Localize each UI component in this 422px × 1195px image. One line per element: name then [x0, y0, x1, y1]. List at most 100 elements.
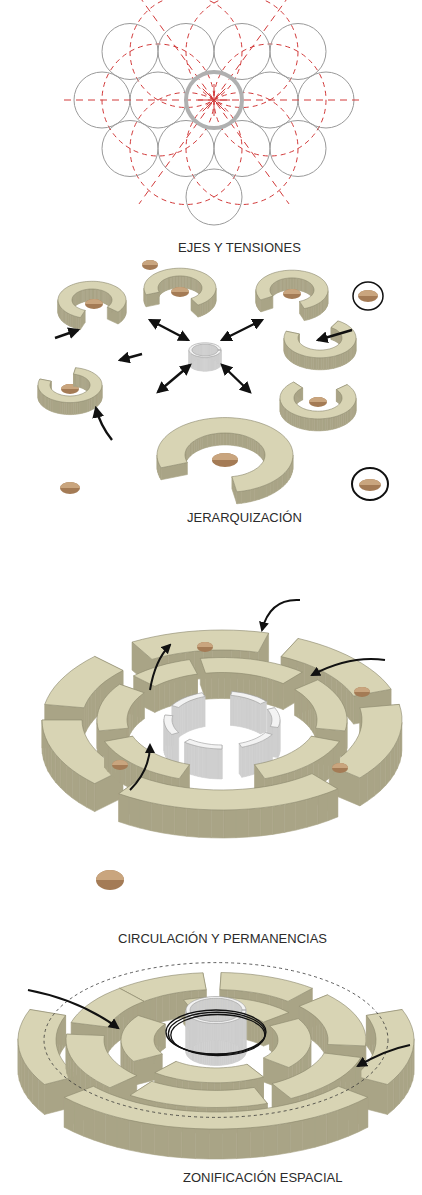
module-circle [102, 121, 158, 177]
block-top [38, 368, 102, 403]
block-wall [313, 1015, 317, 1044]
tree-dot [96, 870, 124, 890]
block-end [260, 701, 266, 734]
block-wall [196, 280, 197, 293]
block-wall [193, 1004, 194, 1047]
block-top [267, 708, 280, 728]
block-wall [161, 1026, 163, 1052]
block-wall [241, 697, 244, 728]
block-wall [197, 281, 199, 294]
block-wall [197, 345, 199, 359]
axes-panel [64, 0, 364, 225]
block-wall [306, 697, 309, 726]
block-wall [236, 809, 248, 838]
block-wall [320, 419, 323, 431]
block-wall [161, 281, 163, 294]
axis-line [139, 0, 289, 204]
flow-arrow [158, 365, 190, 392]
block-top [121, 1016, 165, 1062]
block-wall [84, 377, 86, 390]
module-circle [158, 121, 214, 177]
block-wall [234, 696, 237, 727]
block-wall [206, 673, 212, 699]
block-top [239, 733, 272, 748]
block-wall [129, 1120, 142, 1153]
block-wall [202, 697, 205, 728]
flow-arrow [28, 990, 118, 1028]
tree-dot-light [358, 290, 378, 296]
block-wall [163, 805, 175, 835]
block-end [239, 744, 242, 778]
scribble-ring [171, 1015, 265, 1056]
tree-dot [309, 397, 327, 407]
block-wall [310, 283, 312, 296]
block-wall [189, 351, 190, 366]
tree-dot-light [354, 687, 370, 692]
block-wall [267, 678, 273, 706]
block-wall [94, 1110, 105, 1144]
block-wall [235, 434, 238, 446]
block-wall [374, 763, 380, 796]
block-wall [129, 797, 140, 828]
block-wall [220, 352, 221, 367]
tree-dot-light [197, 642, 213, 647]
block-wall [133, 701, 135, 730]
block-wall [302, 417, 305, 430]
block-wall [213, 346, 215, 360]
block-wall [92, 690, 96, 722]
block-wall [318, 793, 328, 824]
block-wall [190, 353, 192, 367]
block-wall [189, 351, 190, 366]
block-top [66, 1034, 137, 1088]
block-wall [317, 419, 320, 431]
block-wall [118, 311, 120, 324]
block-wall [219, 353, 221, 368]
block-wall [107, 293, 109, 306]
block-top [185, 739, 222, 749]
block-wall [185, 702, 188, 733]
flow-arrow [130, 745, 150, 790]
block-wall [163, 1024, 165, 1050]
block-top [255, 736, 340, 779]
module-circle [270, 24, 326, 80]
flow-arrow [150, 320, 188, 340]
block-wall [238, 696, 241, 727]
block-wall [360, 773, 367, 806]
block-wall [189, 350, 190, 365]
block-wall [231, 695, 234, 725]
flow-arrow [222, 320, 262, 340]
flow-arrow [96, 408, 112, 440]
block-wall [159, 282, 161, 295]
block-wall [302, 695, 305, 724]
flow-arrow [318, 330, 352, 340]
block-wall [196, 698, 199, 729]
block-top [355, 1010, 414, 1085]
tree-dot-light [309, 397, 327, 402]
block-wall [206, 748, 210, 779]
block-wall [86, 699, 89, 732]
block-wall [323, 419, 326, 431]
center-circle [186, 72, 242, 128]
block-wall [337, 390, 339, 403]
block-wall [203, 436, 205, 449]
block-wall [218, 673, 224, 699]
ring-mark [353, 282, 383, 310]
block-wall [258, 703, 260, 734]
block-wall [311, 703, 313, 732]
panel-caption: ZONIFICACIÓN ESPACIAL [183, 1170, 342, 1186]
block-wall [142, 1123, 155, 1155]
block-wall [261, 806, 273, 836]
block-wall [388, 1079, 394, 1114]
block-wall [219, 353, 220, 367]
block-wall [220, 351, 221, 366]
block-wall [326, 357, 328, 369]
block-wall [300, 354, 302, 367]
scribble-ring [168, 1012, 265, 1055]
block-wall [307, 418, 310, 430]
block-wall [170, 993, 177, 1020]
flow-arrow [222, 365, 250, 392]
block-wall [366, 1015, 369, 1050]
panel-caption: JERARQUIZACIÓN [187, 510, 302, 526]
tree-dot-light [142, 260, 158, 265]
block-wall [255, 487, 259, 500]
